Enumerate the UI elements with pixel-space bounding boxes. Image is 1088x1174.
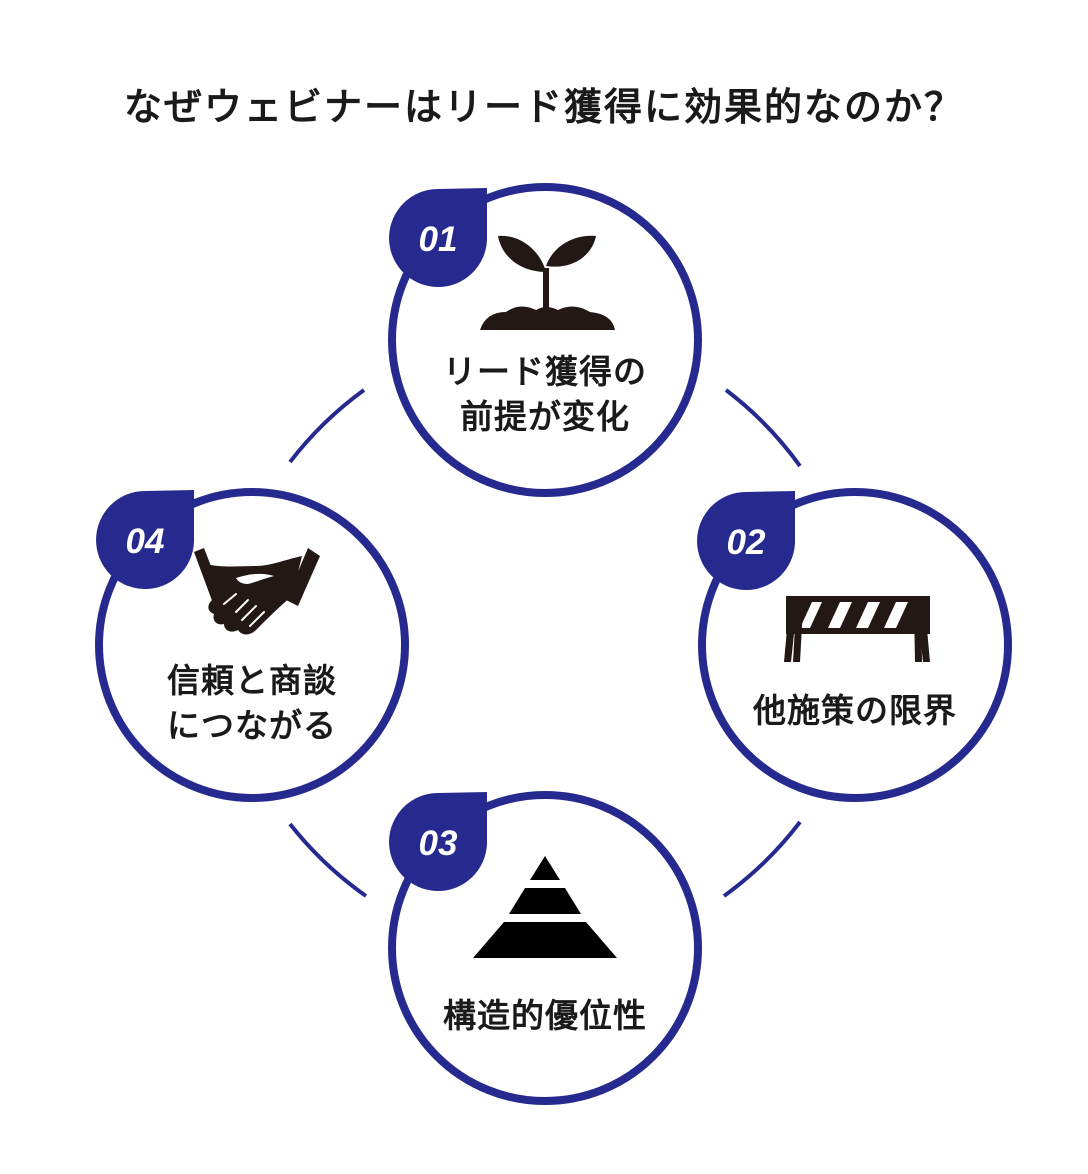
connector-arc-top-left: [288, 388, 366, 464]
connector-arc-bottom-right: [722, 820, 802, 898]
item-label-line: 構造的優位性: [443, 996, 647, 1035]
number-badge: [389, 188, 487, 287]
connector-arc-bottom-left: [288, 822, 368, 898]
item-number: 04: [126, 522, 165, 561]
page-title: なぜウェビナーはリード獲得に効果的なのか？: [123, 85, 964, 129]
item-number: 03: [419, 824, 458, 863]
item-label-line: 信頼と商談: [167, 661, 337, 700]
item-number: 02: [727, 523, 766, 562]
connector-arcs: [288, 388, 802, 898]
number-badge: [697, 491, 795, 590]
item-label-line: 前提が変化: [460, 397, 630, 436]
number-badge: [96, 490, 194, 589]
connector-arc-top-right: [724, 388, 802, 468]
item-number: 01: [419, 220, 458, 259]
item-04: 04 信頼と商談 につながる: [95, 488, 409, 802]
handshake-icon: [194, 548, 320, 635]
item-03: 03 構造的優位性: [388, 791, 702, 1105]
number-badge: [389, 792, 487, 891]
item-01: 01 リード獲得の 前提が変化: [388, 183, 702, 497]
item-label-line: 他施策の限界: [752, 691, 957, 730]
item-label-line: リード獲得の: [443, 352, 647, 391]
pyramid-icon: [473, 856, 617, 958]
barrier-icon: [784, 596, 930, 662]
item-label-line: につながる: [167, 706, 337, 745]
item-02: 02 他施策の限界: [697, 488, 1012, 802]
sprout-icon: [480, 235, 615, 330]
